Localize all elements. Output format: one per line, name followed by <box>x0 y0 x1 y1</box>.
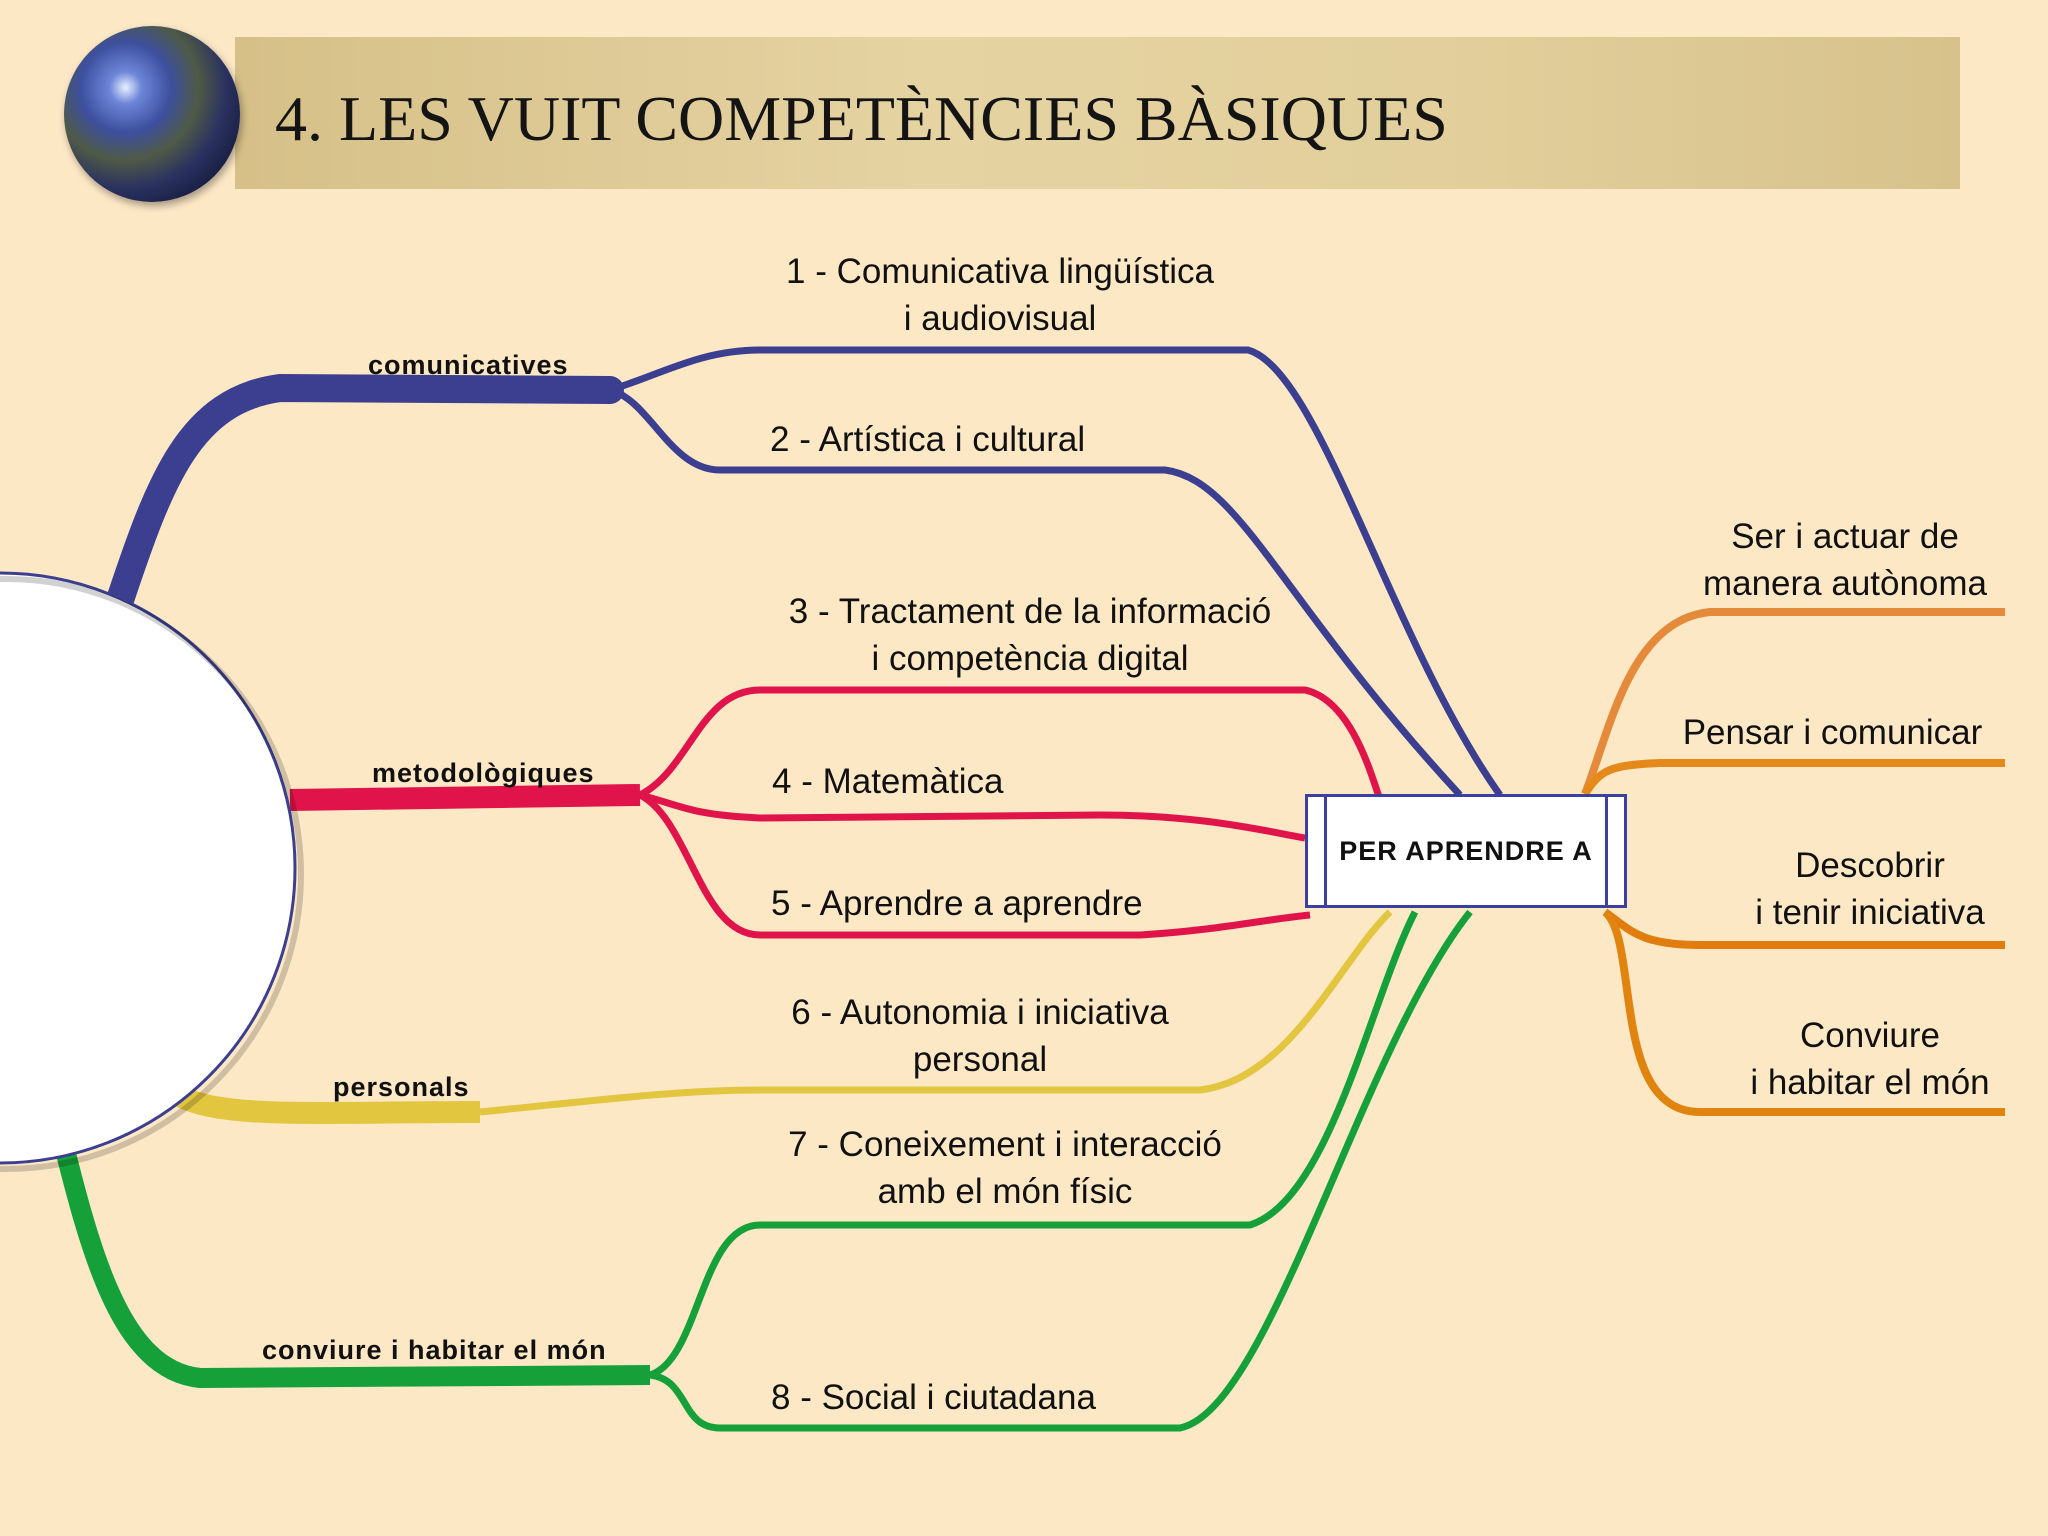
competency-8-label: 8 - Social i ciutadana <box>771 1378 1096 1417</box>
outcome-1-label: Ser i actuar de manera autònoma <box>1702 517 1988 603</box>
link-competency-7 <box>648 910 1419 1379</box>
category-label-conviure: conviure i habitar el món <box>262 1335 607 1365</box>
link-competency-2 <box>608 386 1463 798</box>
center-node-label: PER APRENDRE A <box>1339 835 1593 866</box>
competency-3-label: 3 - Tractament de la informació i compet… <box>788 592 1272 678</box>
slide-title: 4. LES VUIT COMPETÈNCIES BÀSIQUES <box>275 83 1448 154</box>
category-label-comunicatives: comunicatives <box>368 350 569 380</box>
branch-metodologiques <box>289 784 641 811</box>
center-node: PER APRENDRE A <box>1305 794 1627 908</box>
competency-4-label: 4 - Matemàtica <box>772 762 1004 801</box>
competency-6-label: 6 - Autonomia i iniciativa personal <box>791 993 1169 1079</box>
root-circle <box>0 571 297 1165</box>
link-competency-3 <box>638 686 1384 802</box>
branch-conviure <box>50 1127 651 1389</box>
link-competency-1 <box>608 346 1503 798</box>
competency-1-label: 1 - Comunicativa lingüística i audiovisu… <box>786 252 1214 338</box>
globe-icon <box>64 26 240 202</box>
link-competency-6 <box>479 909 1393 1116</box>
competency-5-label: 5 - Aprendre a aprendre <box>771 884 1143 923</box>
link-outcome-4 <box>1602 908 2005 1116</box>
category-label-personals: personals <box>333 1072 470 1102</box>
branch-comunicatives <box>106 373 624 614</box>
category-label-metodologiques: metodològiques <box>372 758 595 788</box>
outcome-4-label: Conviure i habitar el món <box>1750 1016 1990 1102</box>
link-competency-8 <box>649 909 1473 1432</box>
competency-2-label: 2 - Artística i cultural <box>770 420 1086 459</box>
outcome-3-label: Descobrir i tenir iniciativa <box>1755 846 1985 932</box>
link-competency-4 <box>639 791 1306 842</box>
title-banner <box>235 37 1960 189</box>
branch-personals <box>163 1080 481 1124</box>
outcome-2-label: Pensar i comunicar <box>1682 713 1983 752</box>
competency-7-label: 7 - Coneixement i interacció amb el món … <box>788 1125 1222 1211</box>
link-outcome-2 <box>1581 759 2005 797</box>
link-outcome-1 <box>1581 608 2005 796</box>
link-competency-5 <box>638 791 1311 939</box>
